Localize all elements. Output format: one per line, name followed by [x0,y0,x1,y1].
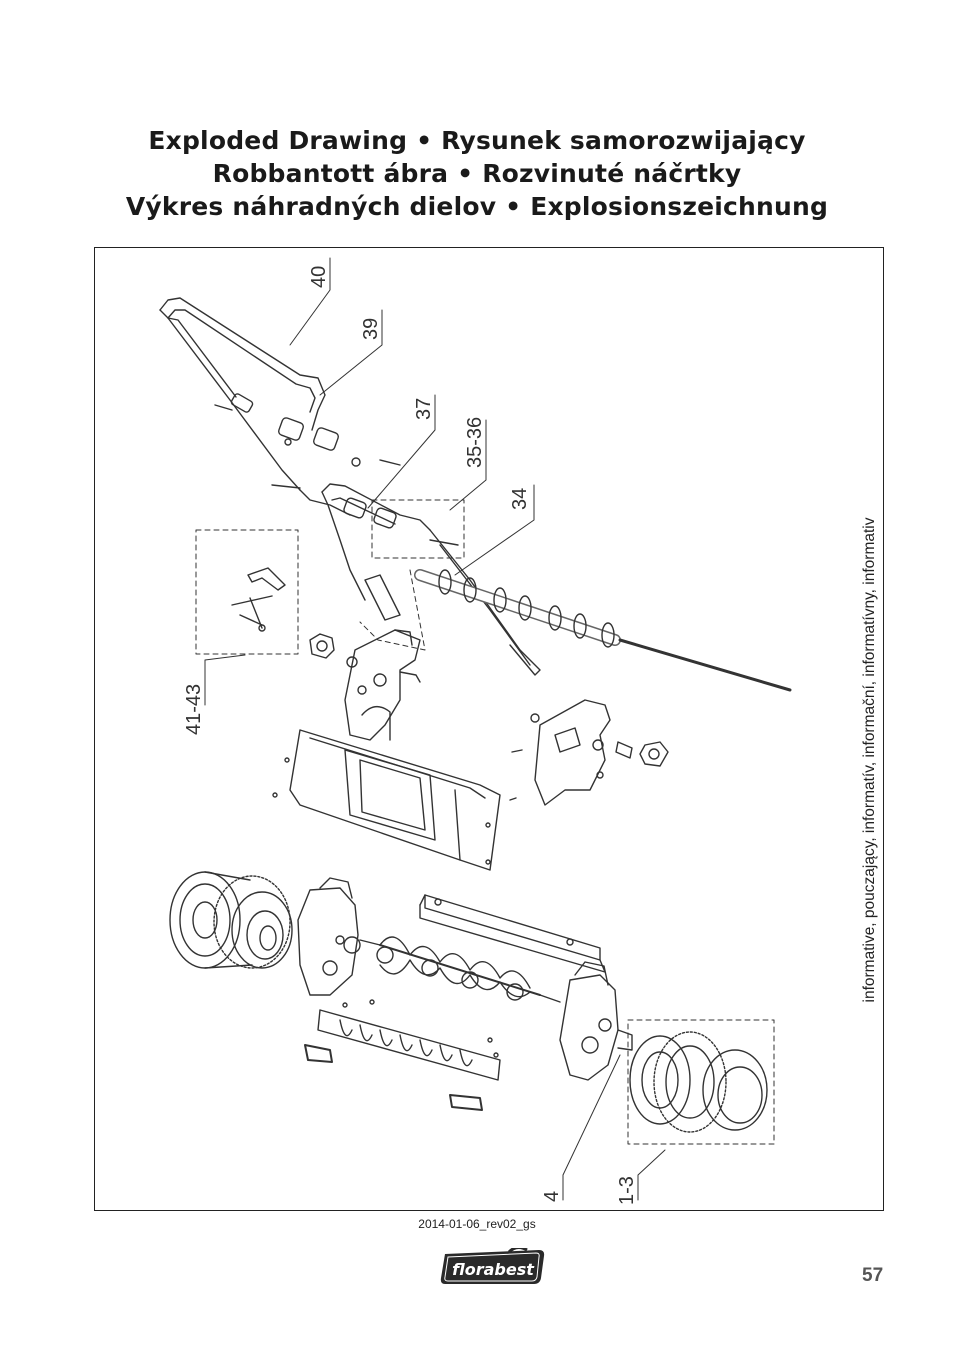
callout-37: 37 [413,398,435,420]
cutter-bar [419,894,606,973]
left-housing-bracket [344,629,421,741]
lower-handle-bar [321,483,541,676]
rear-roller-rack [304,999,501,1111]
small-parts-41-43 [231,567,286,632]
upper-handle-bar [159,297,351,516]
callout-35-36: 35-36 [464,417,486,468]
svg-text:florabest: florabest [452,1260,535,1279]
title-line-3: Výkres náhradných dielov • Explosionszei… [125,192,829,221]
title-line-1: Exploded Drawing • Rysunek samorozwijają… [148,126,806,155]
callout-34: 34 [509,488,531,510]
page-number: 57 [862,1265,884,1286]
title-line-2: Robbantott ábra • Rozvinuté náčrtky [212,159,742,188]
callout-41-43: 41-43 [183,684,205,735]
florabest-logo: florabest [440,1248,545,1284]
grip-roller [414,569,792,692]
callout-40: 40 [308,266,330,288]
right-side-plate [559,961,633,1081]
callout-39: 39 [360,318,382,340]
exploded-drawing-frame [94,247,884,1211]
left-wheel-assembly [169,871,293,969]
handle-clamps [214,393,459,546]
cutting-cylinder [359,936,561,1003]
revision-label: 2014-01-06_rev02_gs [418,1217,536,1231]
grass-deflector [272,729,501,871]
callout-leaders [204,257,666,1201]
dashed-group-boxes [195,499,775,1145]
adjusting-knob-left [309,633,335,659]
callout-4: 4 [541,1191,563,1202]
left-side-plate [297,877,361,996]
informative-note-text: informative, pouczający, informatív, inf… [861,517,878,1003]
right-wheel-assembly [629,1031,768,1133]
page-title: Exploded Drawing • Rysunek samorozwijają… [0,124,954,223]
right-housing-bracket [509,699,669,806]
callout-1-3: 1-3 [616,1176,638,1205]
